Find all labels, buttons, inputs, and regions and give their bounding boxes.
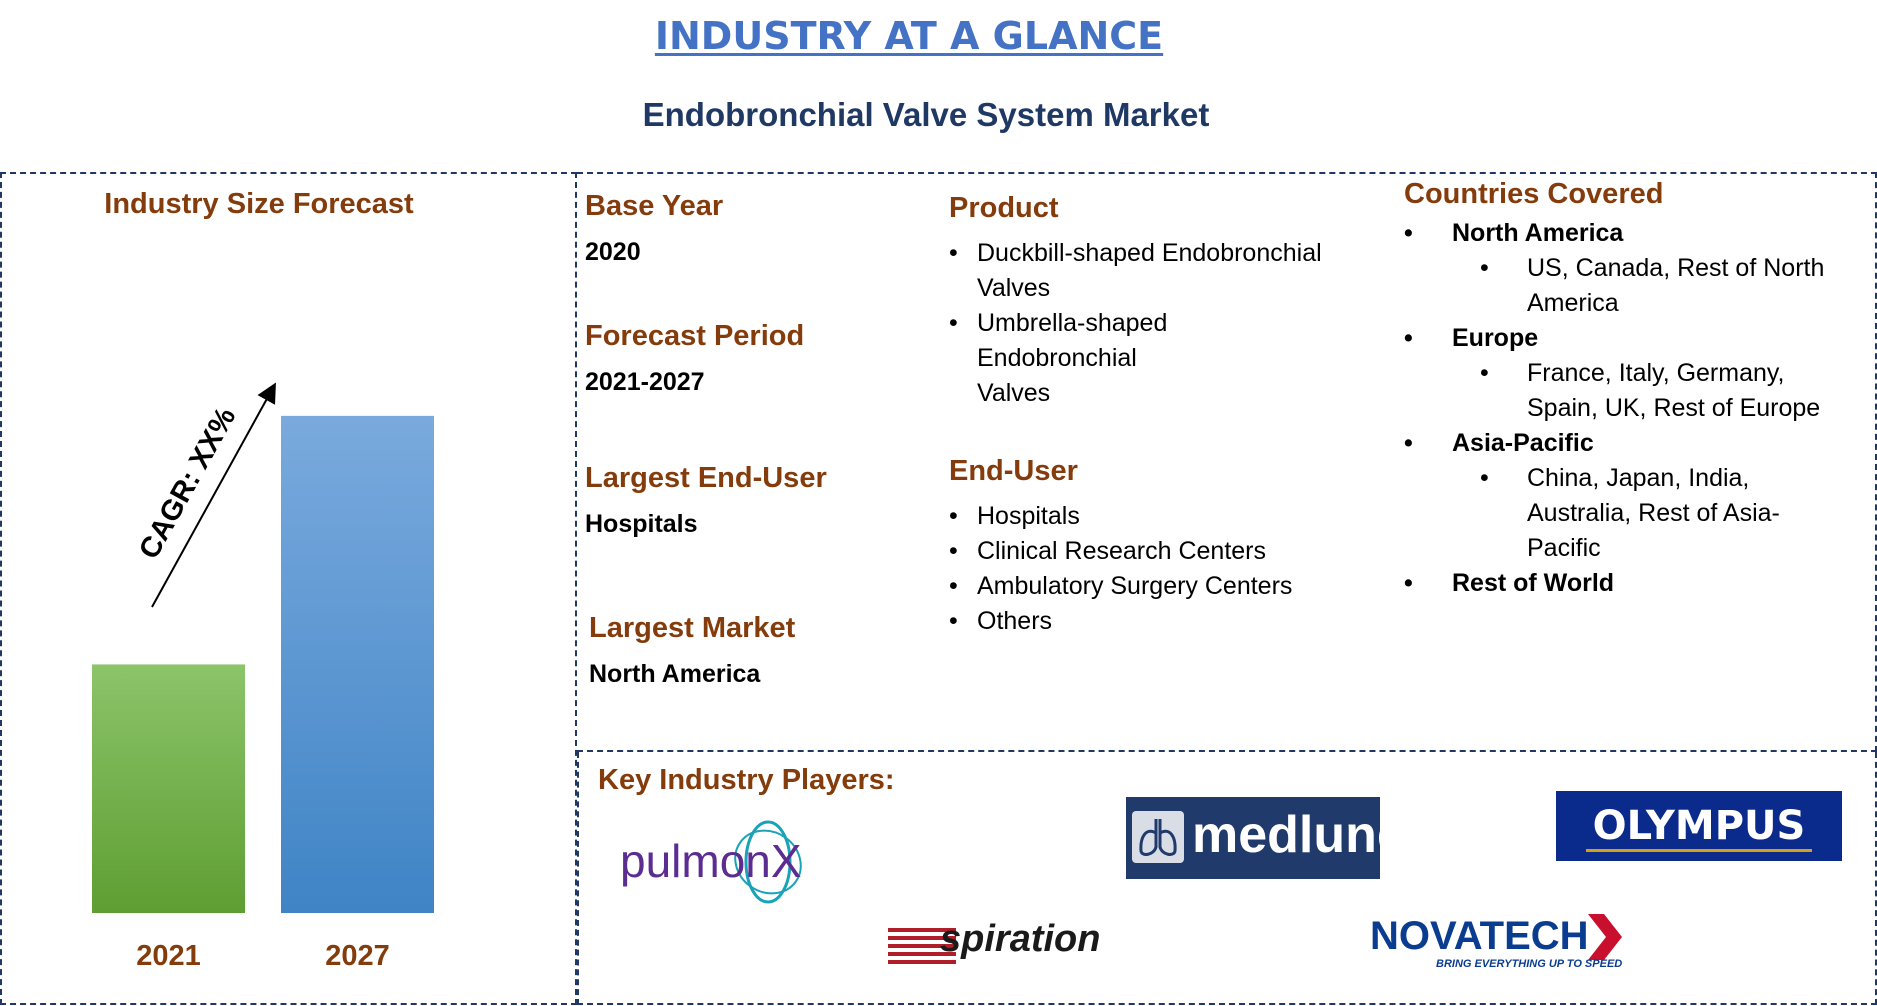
product-list: Duckbill-shaped Endobronchial Valves Umb… — [949, 236, 1349, 411]
forecast-period-value: 2021-2027 — [585, 368, 705, 396]
base-year-label: Base Year — [585, 190, 724, 222]
x-tick-label: 2021 — [136, 940, 201, 972]
bar-2027 — [281, 415, 434, 913]
region-europe: Europe — [1404, 321, 1864, 356]
countries-list: North America US, Canada, Rest of North … — [1404, 216, 1864, 601]
pulmonx-logo: pulmonX — [618, 820, 828, 904]
largest-market-label: Largest Market — [589, 612, 796, 644]
lung-icon — [1132, 811, 1184, 863]
olympus-underline — [1586, 849, 1812, 852]
region-countries: France, Italy, Germany, Spain, UK, Rest … — [1404, 356, 1837, 426]
medlung-wordmark: medlung — [1192, 806, 1409, 864]
olympus-logo: OLYMPUS — [1556, 791, 1842, 861]
medlung-logo: medlung — [1126, 797, 1409, 879]
end-user-heading: End-User — [949, 455, 1078, 487]
region-asia-pacific: Asia-Pacific — [1404, 426, 1864, 461]
list-item: Others — [949, 604, 1369, 639]
list-item: Umbrella-shaped Endobronchial Valves — [949, 306, 1207, 411]
cagr-arrow — [151, 382, 276, 608]
region-north-america: North America — [1404, 216, 1864, 251]
novatech-logo: NOVATECH BRING EVERYTHING UP TO SPEED — [1370, 912, 1626, 972]
novatech-wordmark: NOVATECH — [1370, 914, 1589, 958]
info-panel — [577, 172, 1877, 752]
pulmonx-swoosh-icon — [734, 820, 802, 904]
key-players-panel — [577, 752, 1877, 1005]
largest-end-user-value: Hospitals — [585, 510, 698, 538]
cagr-annotation: CAGR: XX% — [133, 402, 242, 564]
x-tick-label: 2027 — [325, 940, 390, 972]
region-countries: China, Japan, India, Australia, Rest of … — [1404, 461, 1827, 566]
forecast-bar-chart: 2021 2027 CAGR: XX% — [92, 382, 434, 972]
forecast-panel — [0, 172, 577, 1005]
olympus-wordmark: OLYMPUS — [1592, 803, 1806, 849]
largest-market-value: North America — [589, 660, 761, 688]
bar-2021 — [92, 664, 245, 913]
region-rest-of-world: Rest of World — [1404, 566, 1864, 601]
largest-end-user-label: Largest End-User — [585, 462, 827, 494]
page-title: INDUSTRY AT A GLANCE — [654, 14, 1164, 58]
spiration-logo: spiration — [888, 918, 1133, 970]
region-countries: US, Canada, Rest of North America — [1404, 251, 1864, 321]
list-item: Hospitals — [949, 499, 1369, 534]
pulmonx-wordmark: pulmonX — [620, 835, 802, 887]
list-item: Clinical Research Centers — [949, 534, 1369, 569]
novatech-tagline: BRING EVERYTHING UP TO SPEED — [1436, 958, 1623, 970]
key-players-heading: Key Industry Players: — [598, 764, 895, 796]
forecast-period-label: Forecast Period — [585, 320, 805, 352]
countries-covered-heading: Countries Covered — [1404, 178, 1664, 210]
list-item: Duckbill-shaped Endobronchial Valves — [949, 236, 1349, 306]
spiration-wordmark: spiration — [940, 918, 1101, 960]
chevron-right-icon — [1588, 914, 1622, 960]
end-user-list: Hospitals Clinical Research Centers Ambu… — [949, 499, 1369, 639]
base-year-value: 2020 — [585, 238, 641, 266]
chart-title: Industry Size Forecast — [104, 188, 414, 220]
product-heading: Product — [949, 192, 1059, 224]
list-item: Ambulatory Surgery Centers — [949, 569, 1369, 604]
page-subtitle: Endobronchial Valve System Market — [642, 96, 1210, 133]
spiration-stripes-icon — [888, 928, 956, 964]
